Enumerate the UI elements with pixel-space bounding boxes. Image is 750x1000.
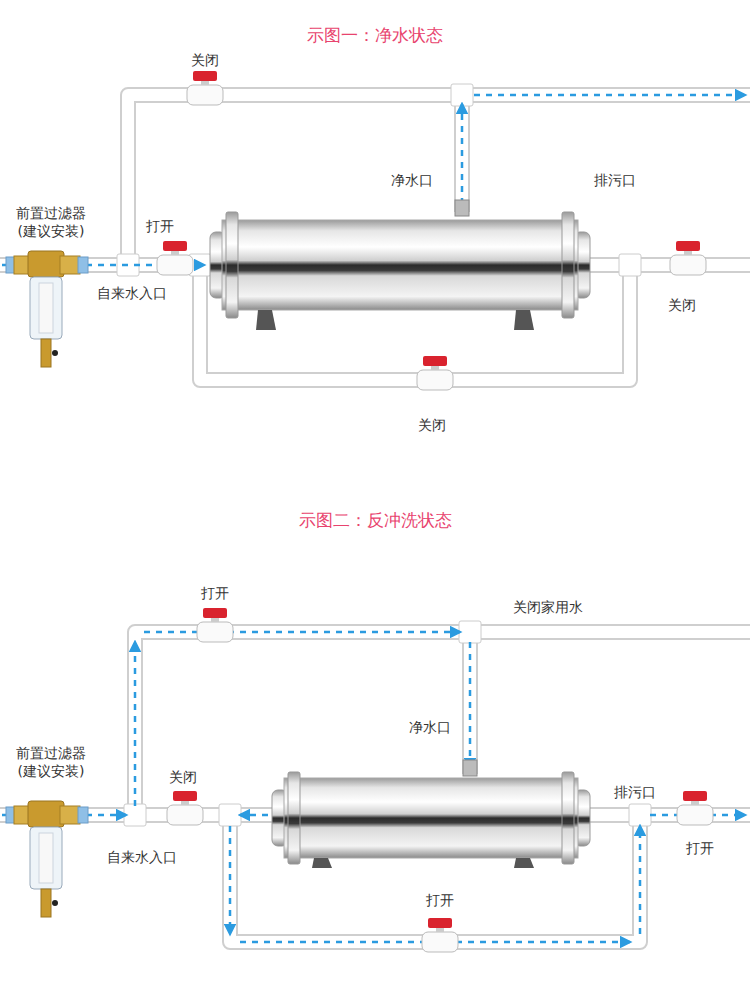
- pipe-tees: [117, 84, 651, 826]
- label-anchor: 打开: [144, 217, 176, 235]
- pipes-two: [0, 632, 750, 942]
- panel-title: 示图二：反冲洗状态: [297, 509, 454, 531]
- callout-label: 排污口: [592, 171, 638, 189]
- label-anchor: 自来水入口: [105, 848, 179, 866]
- label-anchor: 关闭: [416, 416, 448, 434]
- panel-title: 示图一：净水状态: [305, 24, 445, 46]
- label-anchor: 打开: [424, 891, 456, 909]
- label-anchor: 关闭: [666, 296, 698, 314]
- callout-label: 关闭: [416, 416, 448, 434]
- label-anchor: 前置过滤器 (建议安装): [3, 744, 99, 780]
- label-anchor: 关闭: [189, 51, 221, 69]
- callout-label: 打开: [199, 584, 231, 602]
- label-anchor: 净水口: [407, 718, 453, 736]
- ultrafiltration-tank: [210, 200, 590, 330]
- callout-label: 自来水入口: [105, 848, 179, 866]
- pipes-one: [0, 95, 750, 380]
- label-anchor: 示图二：反冲洗状态: [297, 509, 454, 531]
- label-anchor: 关闭家用水: [511, 598, 585, 616]
- label-anchor: 打开: [684, 839, 716, 857]
- label-anchor: 净水口: [389, 171, 435, 189]
- callout-label: 打开: [684, 839, 716, 857]
- label-anchor: 示图一：净水状态: [305, 24, 445, 46]
- callout-label: 打开: [424, 891, 456, 909]
- callout-label: 净水口: [407, 718, 453, 736]
- label-anchor: 排污口: [612, 783, 658, 801]
- callout-label: 关闭家用水: [511, 598, 585, 616]
- callout-label: 前置过滤器 (建议安装): [3, 744, 99, 780]
- callout-label: 前置过滤器 (建议安装): [3, 204, 99, 240]
- label-anchor: 关闭: [167, 768, 199, 786]
- callout-label: 净水口: [389, 171, 435, 189]
- pre-filter: [6, 251, 88, 917]
- ball-valves: [157, 71, 713, 952]
- callout-label: 打开: [144, 217, 176, 235]
- callout-label: 自来水入口: [95, 284, 169, 302]
- label-anchor: 排污口: [592, 171, 638, 189]
- label-anchor: 前置过滤器 (建议安装): [3, 204, 99, 240]
- callout-label: 关闭: [666, 296, 698, 314]
- label-anchor: 打开: [199, 584, 231, 602]
- flow-arrows: [2, 95, 745, 942]
- label-anchor: 自来水入口: [95, 284, 169, 302]
- callout-label: 关闭: [189, 51, 221, 69]
- ultrafiltration-tank: [272, 760, 590, 868]
- callout-label: 排污口: [612, 783, 658, 801]
- callout-label: 关闭: [167, 768, 199, 786]
